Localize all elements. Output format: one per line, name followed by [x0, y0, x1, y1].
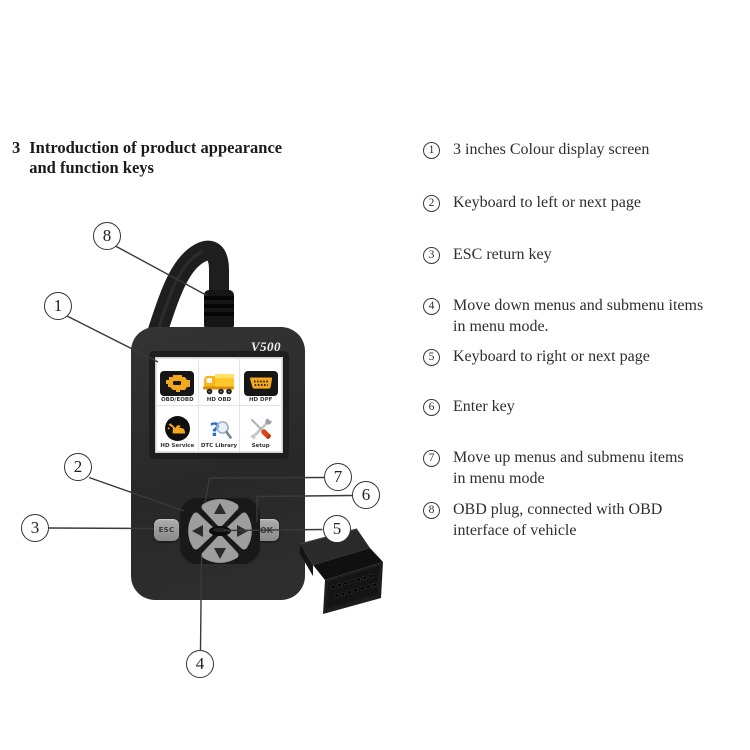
oil-can-icon — [164, 416, 190, 441]
obd-cable — [148, 240, 234, 333]
callout-marker-4: 4 — [186, 650, 214, 678]
menu-tile-label: OBD/EOBD — [161, 396, 194, 403]
callout-number: 5 — [332, 519, 342, 538]
left-arrow-icon — [192, 525, 203, 537]
callout-number: 4 — [195, 654, 205, 673]
direction-pad — [180, 498, 260, 564]
model-label: V500 — [250, 339, 281, 354]
legend-item-text: Move down menus and submenu items in men… — [453, 297, 704, 335]
legend-item-4: 4 Move down menus and submenu items in m… — [423, 296, 750, 337]
legend-item-number: 2 — [423, 195, 440, 212]
legend-item-8: 8 OBD plug, connected with OBD interface… — [423, 500, 750, 541]
callout-marker-8: 8 — [93, 222, 121, 250]
section-title: Introduction of product appearance and f… — [29, 138, 283, 177]
display-screen: OBD/EOBD HD OBD HD DPF — [155, 357, 283, 453]
legend-item-text: Enter key — [453, 398, 515, 415]
menu-tile-obd-eobd: OBD/EOBD — [157, 359, 198, 405]
legend-item-text: ESC return key — [453, 246, 552, 263]
legend-item-text: OBD plug, connected with OBD interface o… — [453, 501, 663, 539]
menu-tile-label: Setup — [251, 443, 270, 449]
legend-item-number: 4 — [423, 298, 440, 315]
legend-item-number: 5 — [423, 349, 440, 366]
legend-item-text: Keyboard to right or next page — [453, 348, 650, 365]
legend-item-text: Move up menus and submenu items in menu … — [453, 449, 684, 487]
callout-marker-7: 7 — [324, 463, 352, 491]
legend-item-6: 6 Enter key — [423, 397, 750, 418]
legend-item-text: 3 inches Colour display screen — [453, 141, 650, 158]
callout-marker-3: 3 — [21, 514, 49, 542]
obd-plug-connector — [299, 528, 383, 614]
down-key — [201, 535, 239, 563]
magnifier-question-icon: ? — [210, 419, 233, 441]
callout-number: 1 — [53, 296, 63, 315]
callout-marker-2: 2 — [64, 453, 92, 481]
callout-number: 6 — [361, 485, 371, 504]
left-key — [188, 512, 216, 550]
menu-tile-label: HD DPF — [248, 396, 273, 403]
legend-item-number: 1 — [423, 142, 440, 159]
obd-connector-icon — [243, 370, 278, 396]
section-number: 3 — [12, 138, 21, 157]
engine-icon — [160, 370, 195, 396]
legend-item-number: 7 — [423, 450, 440, 467]
legend-item-3: 3 ESC return key — [423, 245, 750, 266]
section-heading: 3 Introduction of product appearance and… — [12, 138, 319, 178]
menu-tile-hd-dpf: HD DPF — [240, 359, 281, 405]
legend-item-number: 6 — [423, 399, 440, 416]
legend-item-number: 8 — [423, 502, 440, 519]
callout-marker-1: 1 — [44, 292, 72, 320]
tools-icon — [249, 416, 273, 441]
menu-tile-hd-obd: HD OBD — [198, 359, 240, 405]
menu-tile-hd-service: HD Service — [157, 405, 198, 451]
menu-tile-dtc-library: ? DTC Library — [198, 405, 240, 451]
callout-number: 8 — [102, 226, 112, 245]
callout-number: 3 — [30, 518, 40, 537]
menu-tile-setup: Setup — [240, 405, 281, 451]
legend-item-2: 2 Keyboard to left or next page — [423, 193, 750, 214]
menu-tile-label: HD OBD — [206, 396, 232, 403]
esc-button: ESC — [154, 519, 179, 541]
legend-item-text: Keyboard to left or next page — [453, 194, 641, 211]
legend-item-1: 1 3 inches Colour display screen — [423, 140, 750, 161]
legend-item-7: 7 Move up menus and submenu items in men… — [423, 448, 750, 489]
callout-number: 7 — [333, 467, 343, 486]
legend-item-5: 5 Keyboard to right or next page — [423, 347, 750, 368]
legend-item-number: 3 — [423, 247, 440, 264]
callout-marker-5: 5 — [323, 515, 351, 543]
menu-tile-label: DTC Library — [200, 443, 238, 449]
callout-number: 2 — [73, 457, 83, 476]
callout-marker-6: 6 — [352, 481, 380, 509]
menu-tile-label: HD Service — [160, 443, 195, 449]
truck-icon — [202, 373, 234, 394]
question-glyph: ? — [210, 419, 221, 441]
up-arrow-icon — [214, 503, 226, 514]
down-arrow-icon — [214, 548, 226, 559]
plug-pins — [330, 573, 378, 599]
